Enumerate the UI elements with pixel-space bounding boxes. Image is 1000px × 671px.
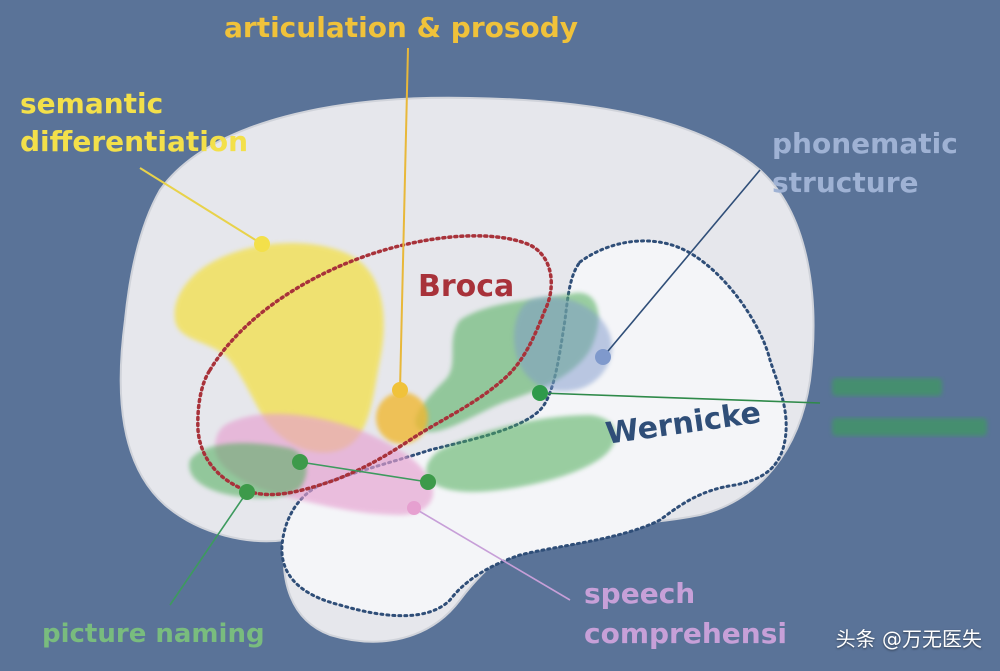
picture-naming-dot-2: [292, 454, 308, 470]
semantic-label-line1: semantic: [20, 87, 164, 120]
green-dot-right: [532, 385, 548, 401]
phonematic-label-line2: structure: [772, 166, 919, 199]
picture-naming-leader-line: [169, 491, 248, 606]
speech-leader-line: [413, 507, 571, 601]
semantic-leader-line: [139, 167, 263, 245]
broca-label: Broca: [418, 269, 515, 304]
blurred-label-bar-2: [832, 418, 987, 436]
phonematic-dot: [595, 349, 611, 365]
speech-label-line2: comprehensi: [584, 617, 787, 650]
semantic-dot: [254, 236, 270, 252]
articulation-leader-line: [399, 47, 409, 391]
semantic-region: [174, 243, 384, 453]
articulation-dot: [392, 382, 408, 398]
speech-label-line1: speech: [584, 577, 696, 610]
phonematic-label-line1: phonematic: [772, 127, 958, 160]
picture-naming-dot-3: [420, 474, 436, 490]
articulation-label: articulation & prosody: [224, 11, 579, 44]
watermark-text: 头条 @万无医失: [835, 627, 982, 651]
articulation-region: [376, 392, 428, 444]
picture-naming-green-region-left: [189, 443, 307, 499]
broca-region: [196, 234, 553, 497]
semantic-label-line2: differentiation: [20, 125, 249, 158]
picture-naming-green-region-right: [426, 415, 616, 492]
phonematic-leader-line: [602, 169, 761, 358]
blurred-label-bar-1: [832, 378, 942, 396]
picture-naming-label: picture naming: [42, 619, 265, 649]
picture-naming-dot-1: [239, 484, 255, 500]
picture-naming-leader-line-2: [299, 461, 429, 483]
green-leader-line-right: [539, 392, 821, 404]
phonematic-blue-region: [514, 296, 612, 392]
speech-dot: [407, 501, 421, 515]
